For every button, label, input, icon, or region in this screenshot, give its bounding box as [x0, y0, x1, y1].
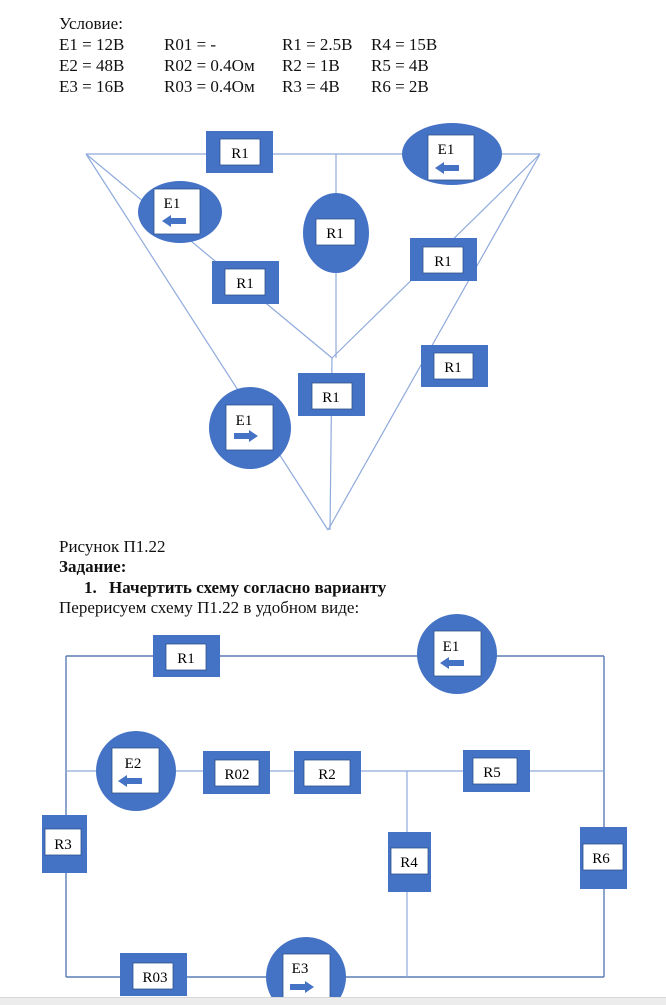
value-r6: R6 = 2В [371, 77, 429, 96]
source-label: E2 [125, 756, 142, 772]
task-note: Перерисуем схему П1.22 в удобном виде: [59, 598, 360, 617]
task-heading: Задание: [59, 557, 127, 576]
resistor-label: R1 [326, 226, 344, 242]
value-r1: R1 = 2.5В [282, 35, 353, 54]
source-label: E1 [236, 413, 253, 429]
task-item-number: 1. [84, 578, 97, 597]
resistor-label: R6 [592, 851, 610, 867]
resistor-label: R1 [236, 276, 254, 292]
resistor-label: R2 [318, 767, 336, 783]
value-r2: R2 = 1В [282, 56, 340, 75]
source-left-e1: E1 [138, 181, 222, 243]
resistor-right-lower-r1: R1 [421, 345, 488, 387]
value-e1: E1 = 12В [59, 35, 125, 54]
value-r02: R02 = 0.4Ом [164, 56, 255, 75]
resistor-r03: R03 [120, 953, 187, 996]
resistor-r3: R3 [42, 815, 87, 873]
figure-triangle-circuit: R1 E1 E1 R1 R1 R1 R1 R [85, 123, 541, 531]
value-e2: E2 = 48В [59, 56, 125, 75]
value-r4: R4 = 15В [371, 35, 438, 54]
resistor-label: R3 [54, 837, 72, 853]
resistor-label: R1 [177, 651, 195, 667]
arrow-left-icon [440, 657, 464, 669]
resistor-r4: R4 [388, 832, 431, 892]
source-top-right-e1: E1 [402, 123, 502, 185]
resistor-label: R1 [231, 146, 249, 162]
resistor-label: R02 [224, 767, 249, 783]
circuit-inner-wires [66, 770, 604, 977]
source-e1: E1 [417, 614, 497, 694]
resistor-r5: R5 [463, 750, 530, 792]
value-r03: R03 = 0.4Ом [164, 77, 255, 96]
figure-caption: Рисунок П1.22 [59, 537, 166, 556]
source-label: E1 [164, 196, 181, 212]
resistor-label: R1 [322, 390, 340, 406]
resistor-r02: R02 [203, 751, 270, 794]
arrow-left-icon [118, 775, 142, 787]
source-e3: E3 [266, 937, 346, 1004]
viewer-bottom-edge [0, 997, 666, 1005]
value-r01: R01 = - [164, 35, 217, 54]
resistor-label: R1 [434, 254, 452, 270]
resistor-right-upper-r1: R1 [410, 238, 477, 281]
resistor-label: R03 [142, 970, 167, 986]
resistor-center-r1: R1 [303, 193, 369, 273]
resistor-left-lower-r1: R1 [212, 261, 279, 304]
resistor-middle-lower-r1: R1 [298, 373, 365, 416]
source-label: E3 [292, 961, 309, 977]
value-r5: R5 = 4В [371, 56, 429, 75]
arrow-right-icon [290, 981, 314, 993]
source-e2: E2 [96, 731, 176, 811]
resistor-r2: R2 [294, 751, 361, 794]
source-label: E1 [438, 142, 455, 158]
source-bottom-e1: E1 [209, 387, 291, 469]
value-e3: E3 = 16В [59, 77, 125, 96]
resistor-label: R4 [400, 855, 418, 871]
resistor-r1: R1 [153, 635, 220, 677]
circuit-wires [65, 655, 605, 978]
resistor-r6: R6 [580, 827, 627, 889]
value-r3: R3 = 4В [282, 77, 340, 96]
task-item-text: Начертить схему согласно варианту [109, 578, 387, 597]
resistor-label: R1 [444, 360, 462, 376]
resistor-label: R5 [483, 765, 501, 781]
condition-heading: Условие: [59, 14, 123, 33]
resistor-top-r1: R1 [206, 131, 273, 173]
source-label: E1 [443, 639, 460, 655]
